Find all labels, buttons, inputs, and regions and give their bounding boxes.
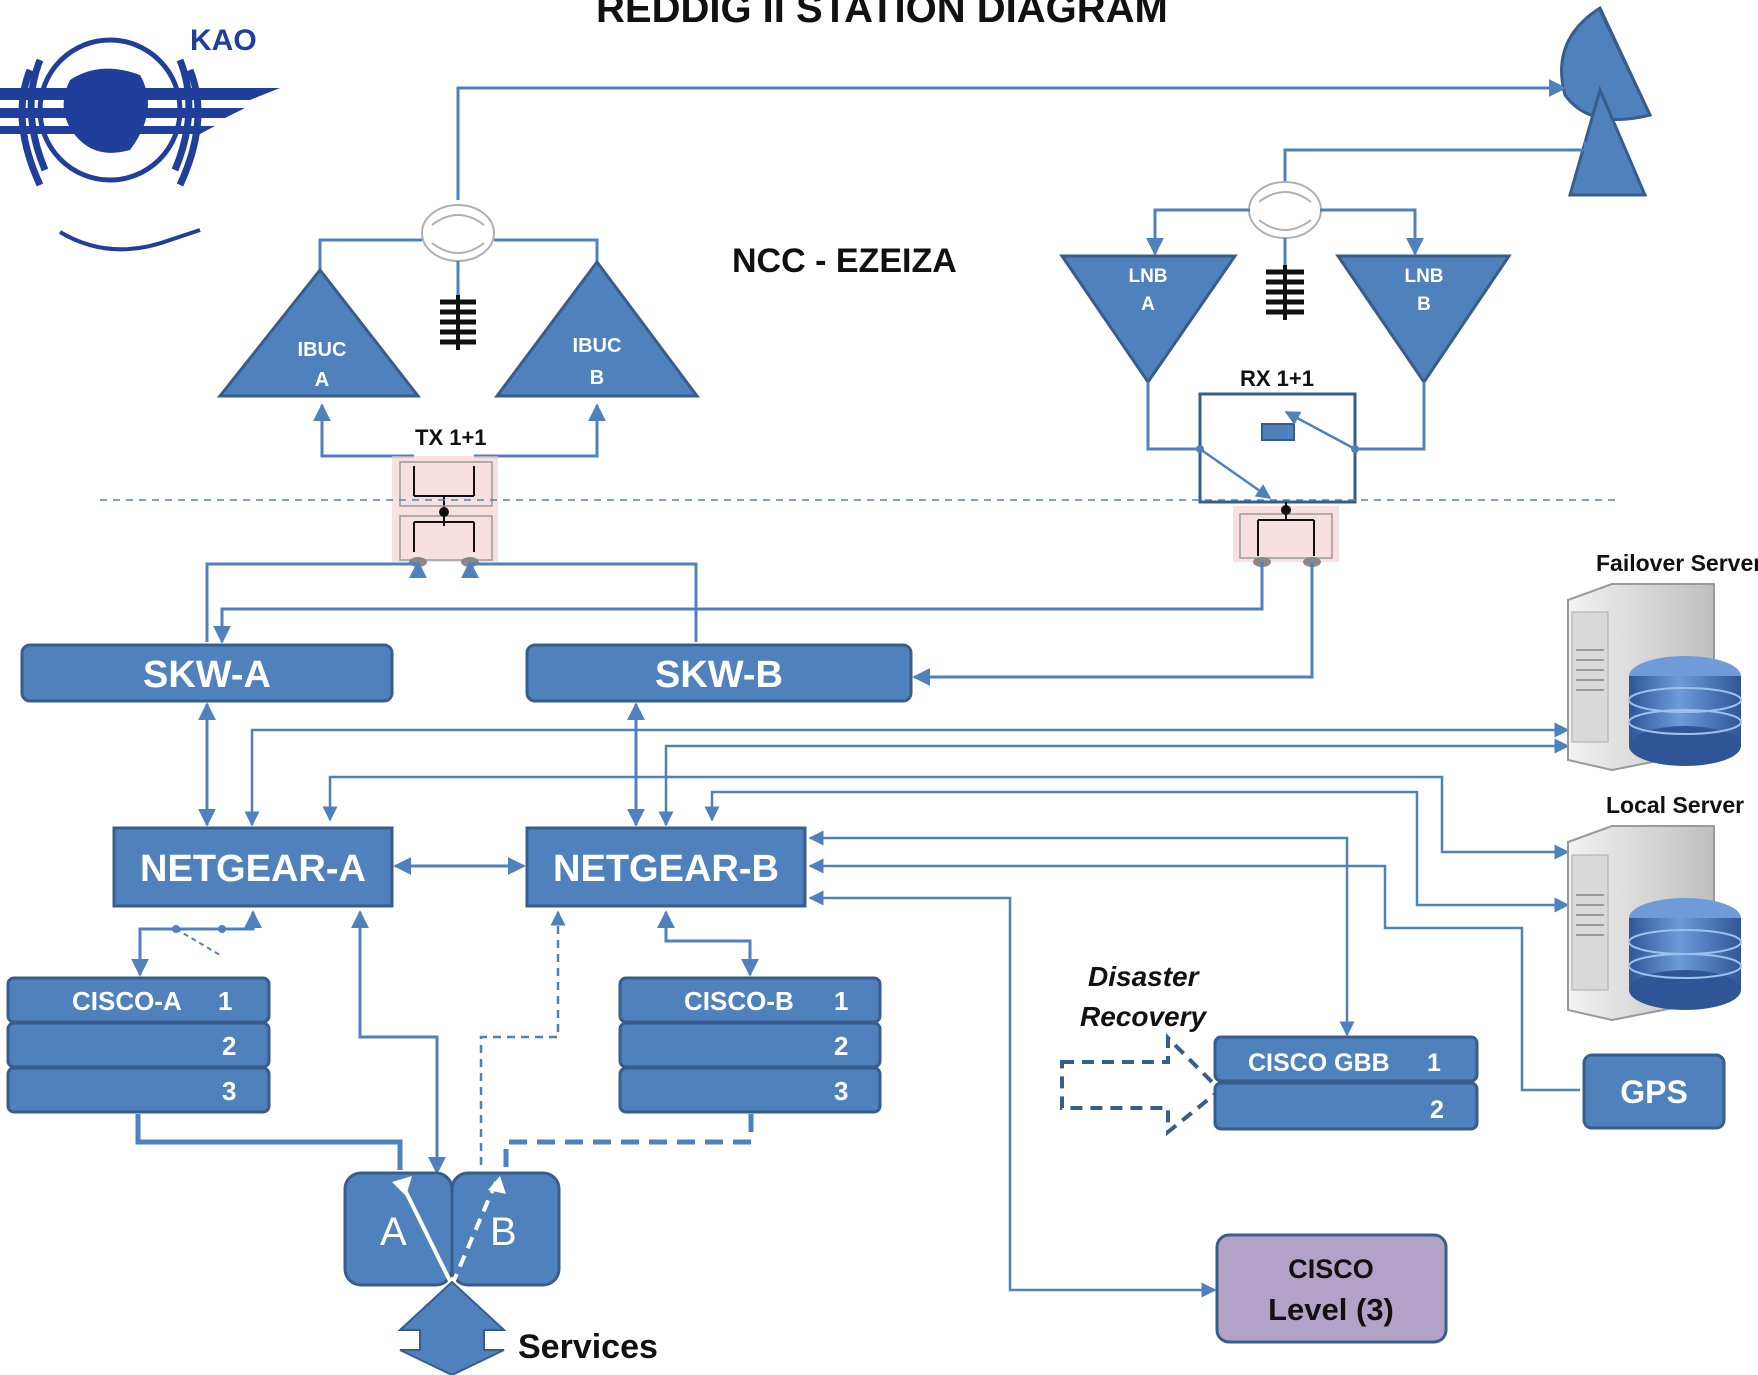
skwb-tx-line: [461, 560, 698, 642]
lnb-a-label: LNB: [1128, 266, 1167, 287]
switch-label-b: B: [490, 1210, 517, 1254]
disaster-recovery-sub: Recovery: [1080, 1001, 1208, 1032]
cisco-b[interactable]: CISCO-B 1 2 3: [618, 976, 882, 1114]
cisco-a[interactable]: CISCO-A 1 2 3: [6, 976, 271, 1114]
rx-redundancy-unit: [1146, 382, 1426, 504]
cisco-b-port-3: 3: [834, 1076, 848, 1106]
lnb-b-sub: B: [1417, 294, 1431, 315]
lnb-a[interactable]: LNB A: [1059, 254, 1238, 385]
cisco-a-port-3: 3: [222, 1076, 236, 1106]
netgearb-ciscob-link: [657, 910, 759, 977]
disaster-recovery-label: Disaster: [1088, 961, 1201, 992]
lnb-a-sub: A: [1141, 294, 1155, 315]
services-label: Services: [518, 1328, 658, 1366]
skwb-rx-line: [912, 562, 1314, 686]
cisco-level3[interactable]: CISCO Level (3): [1215, 1233, 1448, 1344]
skw-b[interactable]: SKW-B: [525, 643, 913, 703]
ibuc-a-label: IBUC: [298, 339, 347, 361]
skwa-tx-line: [205, 560, 427, 642]
local-server-icon: [1567, 825, 1742, 1022]
disaster-recovery-arrow-icon: [1060, 1033, 1223, 1137]
switch-label-a: A: [380, 1210, 407, 1254]
tx-dummy-load-icon: [440, 295, 476, 350]
ibuc-a[interactable]: IBUC A: [216, 267, 422, 398]
station-label: NCC - EZEIZA: [732, 242, 957, 280]
ibuc-b[interactable]: IBUC B: [494, 259, 700, 398]
netgear-b-label: NETGEAR-B: [553, 848, 779, 890]
ciscoa-switcha-link: [135, 1114, 403, 1170]
cisco-gbb-port-2: 2: [1430, 1096, 1444, 1124]
cisco-b-port-2: 2: [834, 1031, 848, 1061]
skw-a-label: SKW-A: [143, 654, 271, 696]
tx-redundancy-switch: [392, 456, 498, 567]
ibuc-b-sub: B: [590, 367, 604, 389]
failover-link-b: [658, 738, 1570, 827]
cisco-b-port-1: 1: [834, 986, 848, 1016]
local-server-label: Local Server: [1606, 792, 1744, 818]
netgearb-gps-link: [808, 858, 1580, 1092]
cisco-level3-label: CISCO: [1288, 1254, 1374, 1284]
ciscob-switchb-link: [503, 1114, 754, 1170]
failover-link-a: [244, 722, 1570, 827]
tx-label: TX 1+1: [415, 425, 487, 450]
gps-label: GPS: [1620, 1074, 1688, 1110]
tx-uplink-line: [456, 79, 1567, 200]
cisco-b-label: CISCO-B: [684, 986, 794, 1016]
cisco-gbb[interactable]: CISCO GBB 1 2: [1213, 1035, 1479, 1131]
netgear-a[interactable]: NETGEAR-A: [112, 826, 394, 908]
local-link-a: [322, 775, 1570, 860]
ibuc-b-label: IBUC: [573, 335, 622, 357]
rx-line-a: [1146, 208, 1250, 256]
gps-unit[interactable]: GPS: [1582, 1053, 1726, 1130]
netgearb-gbb-link: [808, 830, 1355, 1037]
satellite-dish-icon: [1560, 5, 1653, 197]
skwa-rx-line: [213, 562, 1264, 644]
netgearb-switchb-link: [479, 910, 566, 1170]
cisco-a-port-1: 1: [218, 986, 232, 1016]
skw-a[interactable]: SKW-A: [20, 643, 394, 703]
netgear-b[interactable]: NETGEAR-B: [525, 826, 807, 908]
cisco-a-port-2: 2: [222, 1031, 236, 1061]
service-switch[interactable]: A B: [343, 1171, 561, 1287]
services-arrow-icon: [397, 1280, 507, 1375]
rx-downlink-line: [1283, 141, 1602, 185]
tx-feed-b: [474, 403, 606, 458]
rx-line-b: [1320, 208, 1424, 256]
rx-dummy-load-icon: [1266, 265, 1304, 320]
tx-line-b: [494, 238, 599, 262]
rx-redundancy-switch: [1233, 502, 1339, 567]
rx-label: RX 1+1: [1240, 366, 1314, 391]
netgeara-switcha-link: [351, 910, 446, 1175]
cisco-gbb-port-1: 1: [1427, 1049, 1441, 1077]
cisco-gbb-label: CISCO GBB: [1248, 1049, 1390, 1077]
skw-b-label: SKW-B: [655, 654, 783, 696]
icao-logo: KAO: [0, 1, 280, 252]
cisco-level3-sub: Level (3): [1268, 1292, 1394, 1327]
tx-line-a: [318, 238, 422, 270]
tx-waveguide-switch: [421, 204, 495, 262]
logo-lettering: KAO: [190, 24, 257, 57]
lnb-b[interactable]: LNB B: [1335, 254, 1512, 385]
failover-server-label: Failover Server: [1596, 550, 1758, 576]
netgeara-ciscoa-link: [131, 910, 262, 977]
rx-waveguide-switch: [1248, 181, 1322, 239]
tx-feed-a: [313, 403, 414, 458]
failover-server-icon: [1567, 583, 1742, 772]
lnb-b-label: LNB: [1404, 266, 1443, 287]
ibuc-a-sub: A: [315, 369, 329, 391]
cisco-a-label: CISCO-A: [72, 986, 182, 1016]
netgearb-level3-link: [808, 890, 1217, 1298]
diagram-title: REDDIG II STATION DIAGRAM: [596, 0, 1168, 31]
local-link-b: [704, 790, 1570, 913]
netgear-a-label: NETGEAR-A: [140, 848, 366, 890]
